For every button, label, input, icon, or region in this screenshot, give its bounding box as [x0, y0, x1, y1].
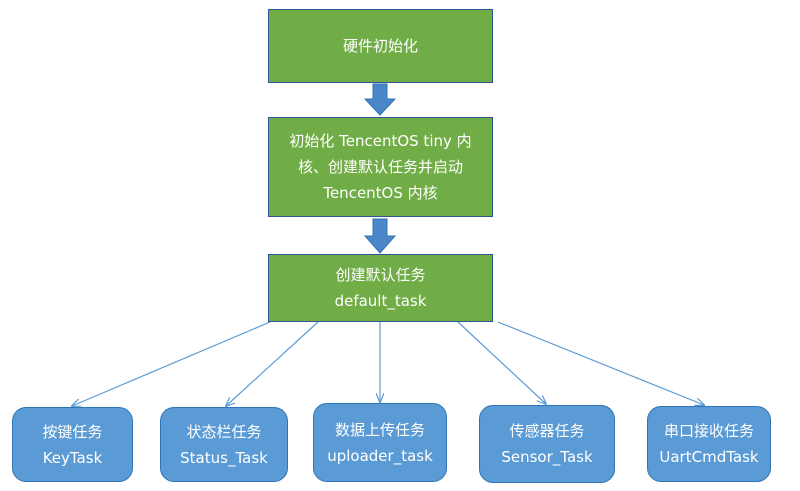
connector-keytask: [72, 321, 271, 406]
kernel-init-line-3: TencentOS 内核: [323, 184, 438, 202]
uartcmd-task-name: UartCmdTask: [659, 448, 759, 466]
keytask-node: 按键任务 KeyTask: [12, 407, 133, 482]
sensor-task-node: 传感器任务 Sensor_Task: [479, 405, 615, 483]
default-task-title: 创建默认任务: [335, 266, 426, 284]
kernel-init-node: 初始化 TencentOS tiny 内 核、创建默认任务并启动 Tencent…: [268, 117, 493, 217]
sensor-task-name: Sensor_Task: [501, 448, 593, 466]
default-task-name: default_task: [334, 292, 427, 310]
uploader-task-node: 数据上传任务 uploader_task: [313, 403, 447, 482]
status-task-title: 状态栏任务: [186, 422, 262, 441]
connector-uartcmd-task: [497, 321, 704, 405]
hw-init-label: 硬件初始化: [342, 37, 418, 55]
kernel-init-line-1: 初始化 TencentOS tiny 内: [289, 132, 472, 150]
keytask-title: 按键任务: [42, 422, 103, 441]
uartcmd-task-node: 串口接收任务 UartCmdTask: [647, 406, 771, 482]
block-arrow-1: [363, 83, 397, 116]
uartcmd-task-title: 串口接收任务: [663, 422, 754, 440]
uploader-task-title: 数据上传任务: [334, 420, 425, 439]
sensor-task-title: 传感器任务: [509, 422, 585, 440]
uploader-task-name: uploader_task: [327, 446, 433, 465]
kernel-init-line-2: 核、创建默认任务并启动: [297, 158, 463, 176]
connector-status-task: [226, 321, 319, 406]
connector-sensor-task: [457, 321, 546, 404]
status-task-name: Status_Task: [180, 448, 268, 467]
keytask-name: KeyTask: [42, 448, 103, 467]
status-task-node: 状态栏任务 Status_Task: [160, 407, 288, 482]
default-task-node: 创建默认任务 default_task: [268, 254, 493, 322]
block-arrow-2: [363, 218, 397, 254]
hw-init-node: 硬件初始化: [268, 9, 493, 83]
